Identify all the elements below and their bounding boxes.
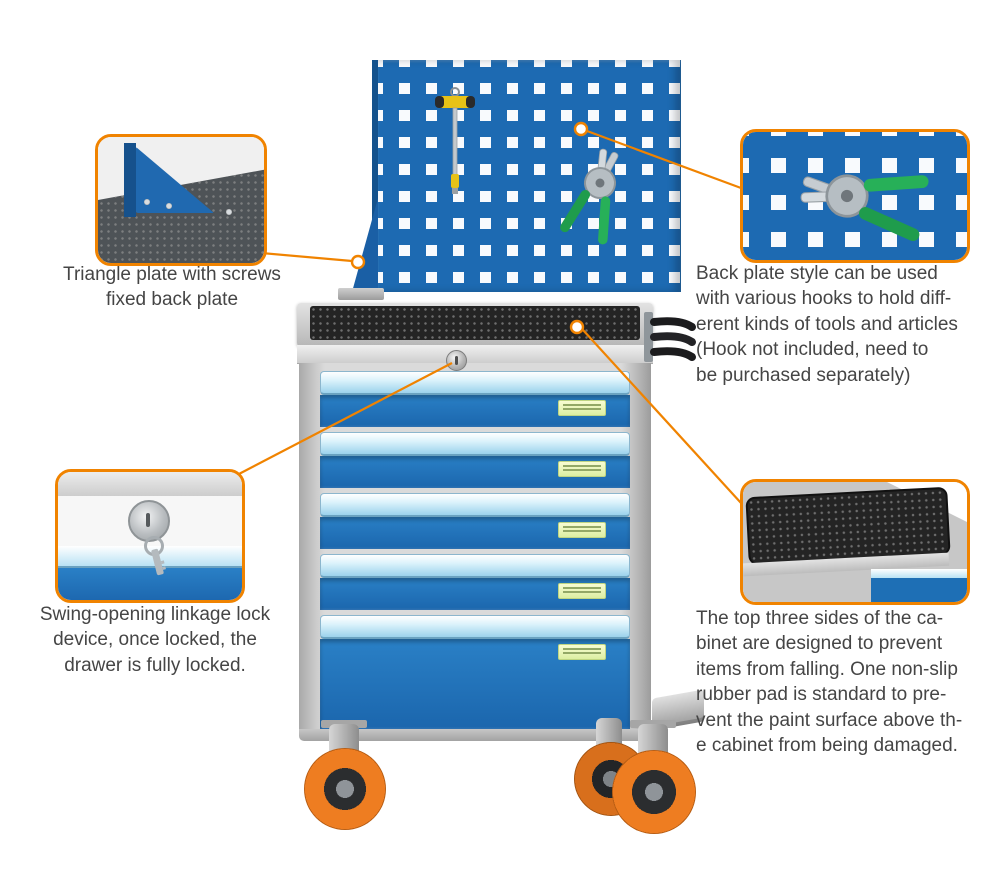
drawer-handle [320,615,630,639]
drawer-front [320,432,630,488]
drawer-face [320,517,630,549]
caster-wheel-left [304,748,386,830]
caption-triangle-plate: Triangle plate with screws fixed back pl… [63,264,281,311]
lock-cylinder-icon [128,500,170,542]
screw-icon [144,199,150,205]
callout-top-rubber-pad [740,479,970,605]
drawer-handle [320,432,630,456]
drawer-label-sticker [558,400,606,416]
top-front-rim [297,345,653,364]
drawer-stack [320,371,630,734]
closeup-pliers [800,174,929,242]
drawer-face [320,395,630,427]
drawer-label-sticker [558,583,606,599]
closeup-drawer-handle [58,546,242,568]
bracket-foot [338,288,384,300]
closeup-drawer-handle [871,569,967,578]
closeup-cabinet-top-edge [58,472,242,496]
hanging-tools [435,87,619,245]
side-tool-hooks [644,312,696,362]
drawer-front [320,371,630,427]
cabinet-bottom-rim [299,729,651,741]
drawer-front [320,493,630,549]
caption-linkage-lock: Swing-opening linkage lock device, once … [39,604,271,676]
pegboard-back-panel [378,60,681,292]
drawer-handle [320,371,630,395]
callout-pegboard-hooks [740,129,970,263]
drawer-handle [320,493,630,517]
closeup-backplate-edge [124,143,136,217]
caption-back-plate-hooks: Back plate style can be used with variou… [696,263,958,386]
drawer-handle [320,554,630,578]
drawer-label-sticker [558,644,606,660]
drawer-front [320,615,630,729]
caption-top-rubber-pad: The top three sides of the ca- binet are… [696,608,963,757]
triangle-bracket [352,198,378,292]
callout-triangle-plate [95,134,267,266]
hanging-pliers [560,148,619,245]
callout-linkage-lock [55,469,245,603]
drawer-front [320,554,630,610]
drawer-label-sticker [558,522,606,538]
closeup-drawer-face [58,568,242,600]
screw-icon [166,203,172,209]
screw-icon [226,209,232,215]
drawer-face [320,578,630,610]
central-lock-keyhole [446,350,467,371]
drawer-face [320,639,630,729]
hanging-driver-tool [435,87,475,194]
closeup-drawer-face [871,578,967,602]
drawer-face [320,456,630,488]
drawer-label-sticker [558,461,606,477]
rubber-mat [310,306,640,340]
caster-wheel-front-right [612,750,696,834]
pegboard-side-edge [372,60,378,292]
